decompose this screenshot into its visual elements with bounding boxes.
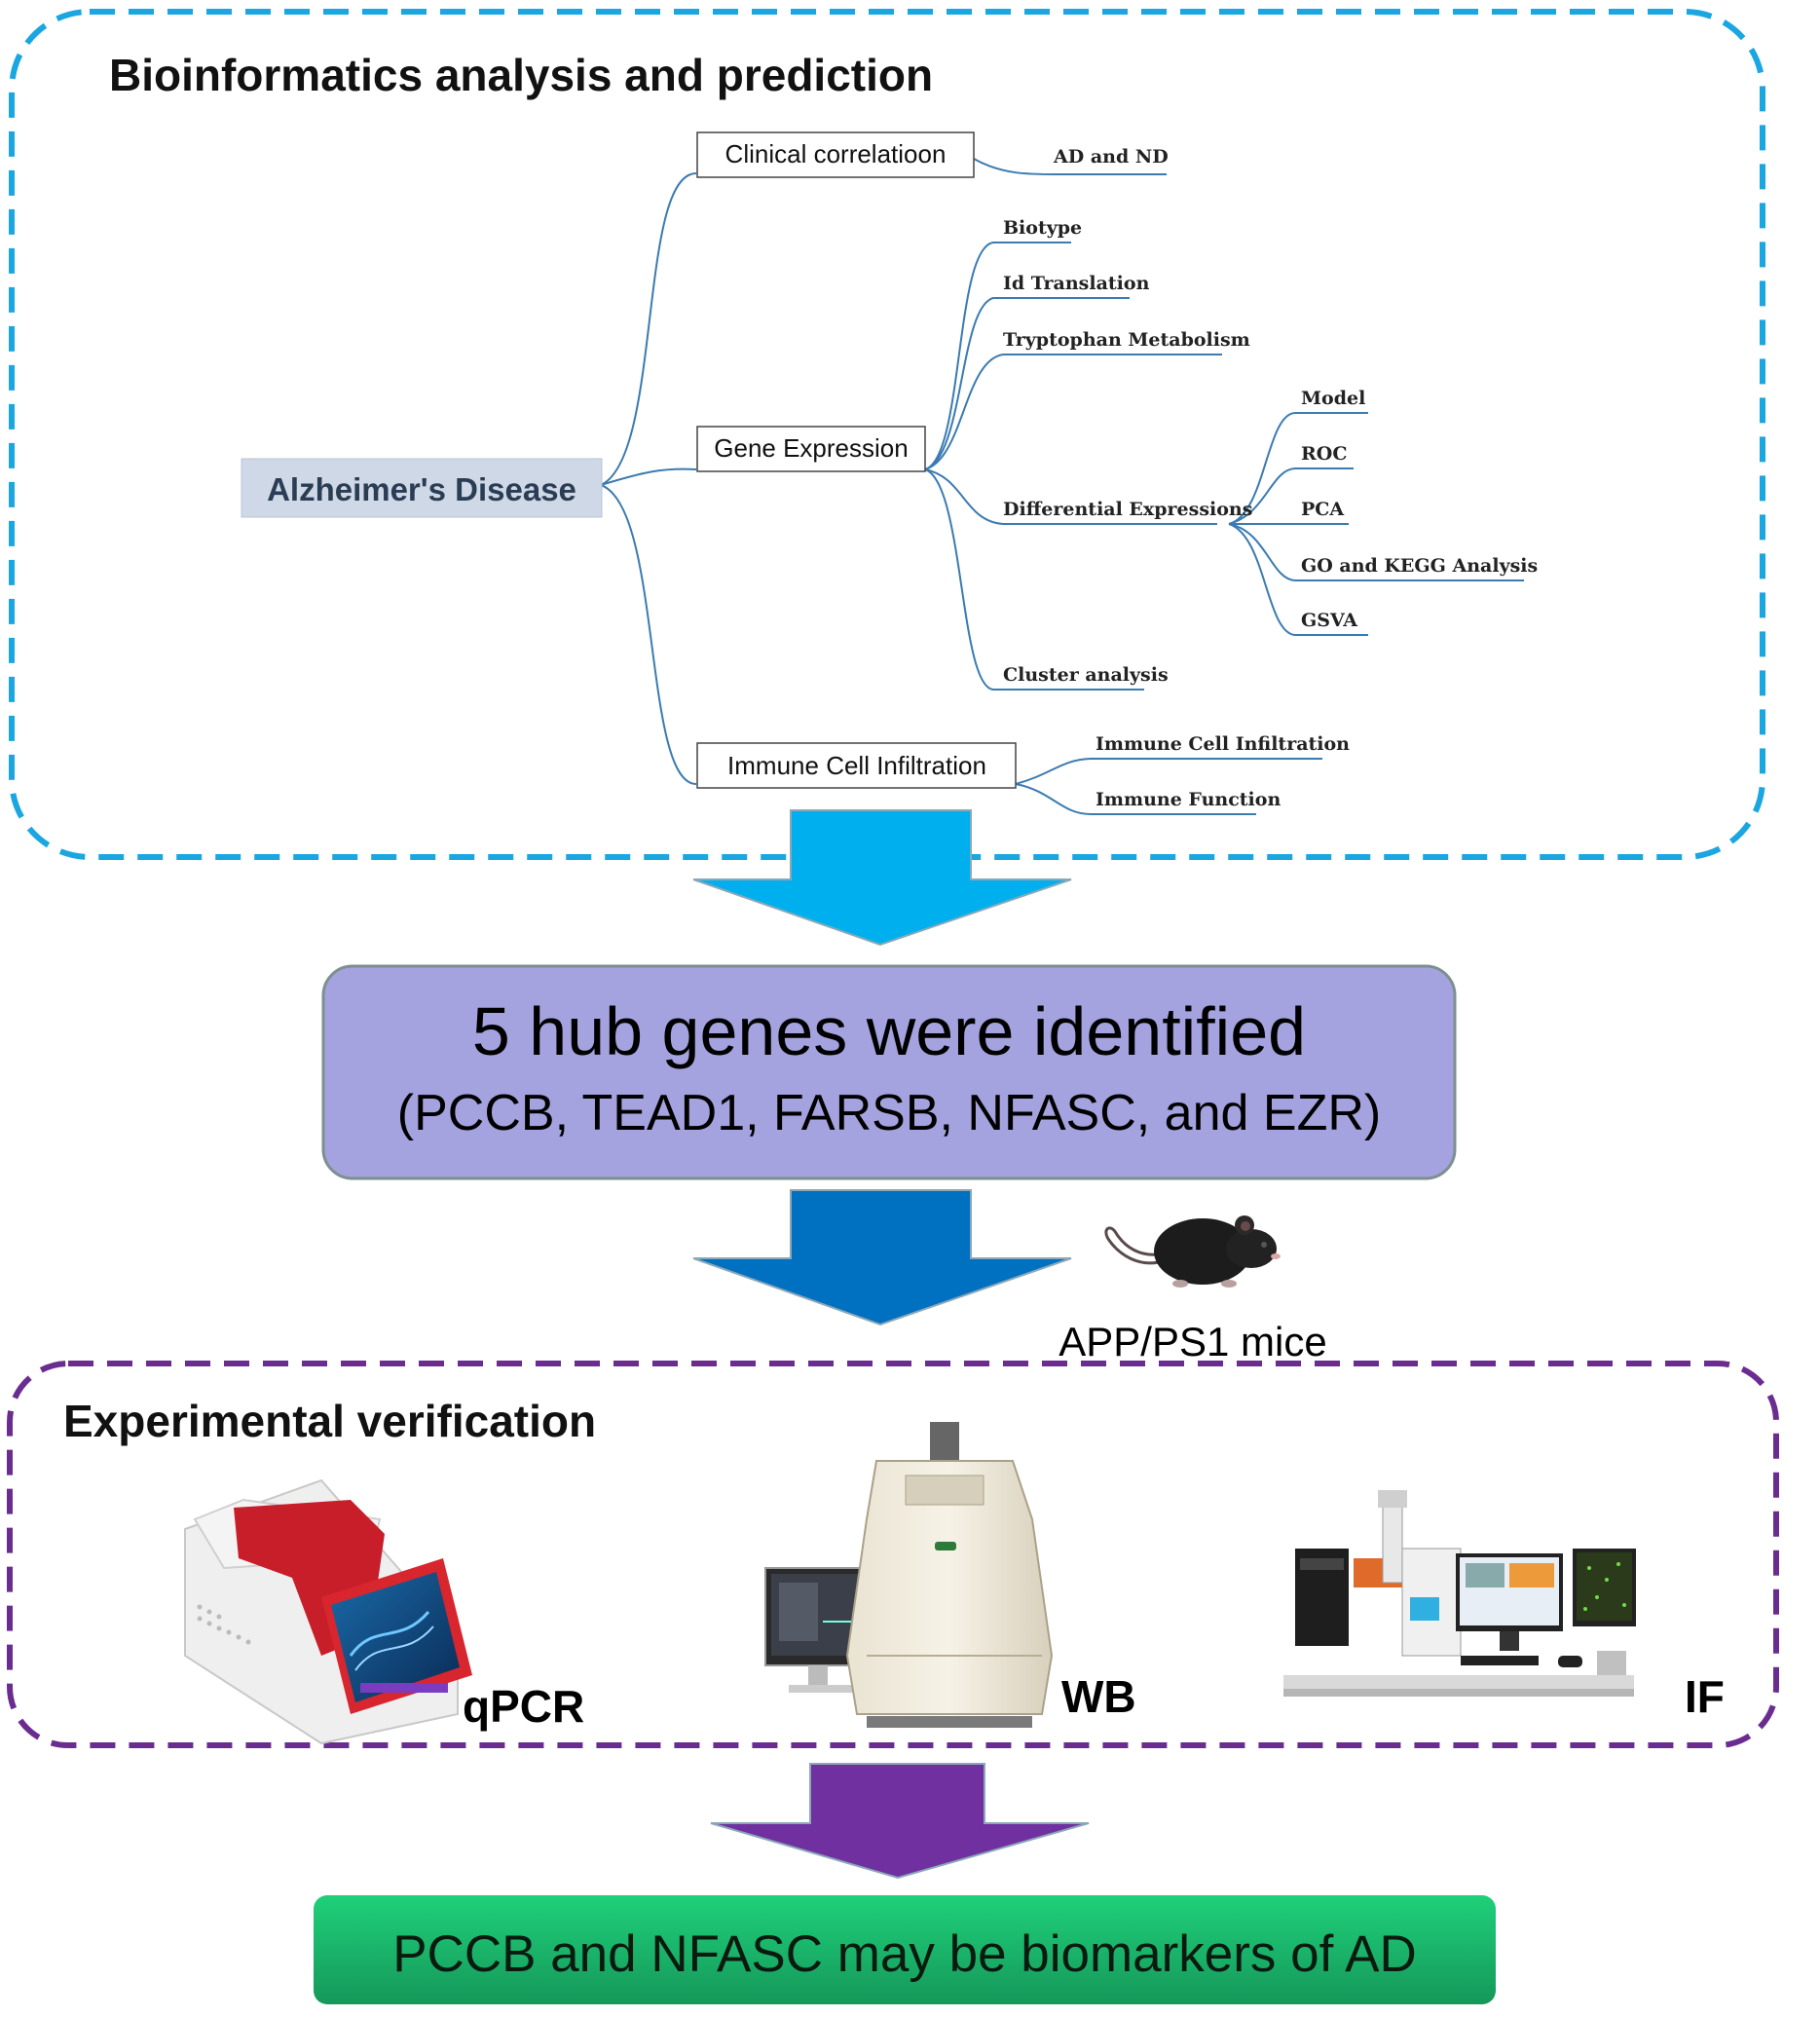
leaf-id-translation: Id Translation <box>1003 273 1150 294</box>
leaf-tryptophan: Tryptophan Metabolism <box>1003 329 1250 351</box>
branch-immune <box>696 742 1017 789</box>
mouse-model-label: APP/PS1 mice <box>1059 1319 1326 1364</box>
if-microscope-image <box>1283 1490 1636 1697</box>
method-wb-label: WB <box>1061 1671 1136 1722</box>
leaf-pca: PCA <box>1301 499 1344 520</box>
hub-genes-line1: 5 hub genes were identified <box>472 993 1306 1069</box>
leaf-immune-function: Immune Function <box>1096 789 1281 810</box>
conclusion-text: PCCB and NFASC may be biomarkers of AD <box>392 1925 1417 1983</box>
hub-genes-box <box>321 964 1457 1180</box>
leaf-ad-nd: AD and ND <box>1053 146 1169 168</box>
branch-immune-label: Immune Cell Infiltration <box>727 751 986 780</box>
branch-clinical <box>696 131 975 178</box>
method-if-label: IF <box>1685 1671 1725 1722</box>
leaf-differential: Differential Expressions <box>1003 499 1252 520</box>
mindmap-connectors <box>600 158 1524 815</box>
method-qpcr-label: qPCR <box>463 1681 584 1732</box>
root-node-label: Alzheimer's Disease <box>267 471 576 507</box>
root-node <box>241 458 603 518</box>
experimental-panel <box>7 1361 1779 1748</box>
leaf-cluster: Cluster analysis <box>1003 664 1169 686</box>
mouse-illustration <box>1104 1215 1281 1288</box>
arrow-down-1 <box>692 809 1072 947</box>
leaf-roc: ROC <box>1301 443 1347 465</box>
arrow-down-2 <box>692 1189 1072 1326</box>
wb-imager-image <box>764 1422 1054 1728</box>
conclusion-box <box>314 1895 1496 2004</box>
hub-genes-line2: (PCCB, TEAD1, FARSB, NFASC, and EZR) <box>397 1085 1381 1141</box>
leaf-model: Model <box>1301 388 1365 409</box>
leaf-gsva: GSVA <box>1301 610 1357 631</box>
bioinformatics-title: Bioinformatics analysis and prediction <box>109 50 933 100</box>
branch-clinical-label: Clinical correlatioon <box>725 139 947 168</box>
arrow-down-3 <box>710 1763 1090 1880</box>
leaf-biotype: Biotype <box>1003 217 1082 239</box>
leaf-immune-infiltration: Immune Cell Infiltration <box>1096 733 1350 755</box>
leaf-go-kegg: GO and KEGG Analysis <box>1301 555 1538 577</box>
experimental-title: Experimental verification <box>63 1396 596 1446</box>
qpcr-machine-image <box>184 1478 472 1745</box>
branch-gene-expression <box>696 426 926 472</box>
branch-gene-expression-label: Gene Expression <box>714 433 908 463</box>
